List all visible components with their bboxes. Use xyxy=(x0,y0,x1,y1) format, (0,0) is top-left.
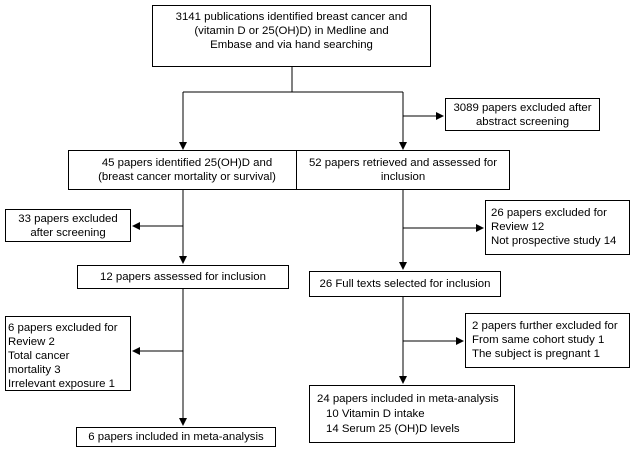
box-line: 14 Serum 25 (OH)D levels xyxy=(326,423,460,435)
box-excluded-six: 6 papers excluded for Review 2 Total can… xyxy=(5,316,131,391)
box-line: 33 papers excluded xyxy=(18,213,118,225)
box-line: 52 papers retrieved and assessed for xyxy=(308,157,498,169)
box-line: 26 Full texts selected for inclusion xyxy=(319,278,491,290)
box-line: Embase and via hand searching xyxy=(210,39,373,51)
box-line: 6 papers included in meta-analysis xyxy=(88,431,264,443)
box-line: 3089 papers excluded after xyxy=(453,102,592,114)
box-line: inclusion xyxy=(380,171,426,183)
box-line: 26 papers excluded for xyxy=(491,207,607,219)
box-line: 12 papers assessed for inclusion xyxy=(100,271,266,283)
box-identified-mortality: 45 papers identified 25(OH)D and (breast… xyxy=(68,150,306,190)
box-line: Irrelevant exposure 1 xyxy=(8,378,116,390)
box-line: 10 Vitamin D intake xyxy=(326,408,425,420)
box-line: 45 papers identified 25(OH)D and xyxy=(101,157,273,169)
box-line: mortality 3 xyxy=(8,364,61,376)
box-full-texts: 26 Full texts selected for inclusion xyxy=(309,271,501,297)
box-line: (vitamin D or 25(OH)D) in Medline and xyxy=(194,25,389,37)
box-retrieved-assessed: 52 papers retrieved and assessed for inc… xyxy=(296,150,510,190)
box-further-excluded: 2 papers further excluded for From same … xyxy=(465,313,630,368)
box-line: 3141 publications identified breast canc… xyxy=(175,11,408,23)
box-excluded-abstract: 3089 papers excluded after abstract scre… xyxy=(445,98,600,131)
box-line: Review 12 xyxy=(491,221,545,233)
box-excluded-review: 26 papers excluded for Review 12 Not pro… xyxy=(485,200,630,255)
box-line: Review 2 xyxy=(8,336,55,348)
box-line: 24 papers included in meta-analysis xyxy=(317,393,499,405)
box-line: 2 papers further excluded for xyxy=(472,320,618,332)
box-line: From same cohort study 1 xyxy=(472,334,605,346)
box-line: Total cancer xyxy=(8,350,70,362)
box-publications-identified: 3141 publications identified breast canc… xyxy=(152,5,431,67)
box-line: Not prospective study 14 xyxy=(491,235,617,247)
box-line: after screening xyxy=(30,227,106,239)
box-line: abstract screening xyxy=(475,116,570,128)
box-included-24: 24 papers included in meta-analysis 10 V… xyxy=(309,385,515,443)
box-excluded-screening: 33 papers excluded after screening xyxy=(5,209,131,242)
box-line: 6 papers excluded for xyxy=(8,322,118,334)
box-included-6: 6 papers included in meta-analysis xyxy=(76,427,276,447)
box-line: The subject is pregnant 1 xyxy=(472,348,600,360)
box-line: (breast cancer mortality or survival) xyxy=(98,171,276,183)
box-assessed-inclusion: 12 papers assessed for inclusion xyxy=(77,265,289,289)
